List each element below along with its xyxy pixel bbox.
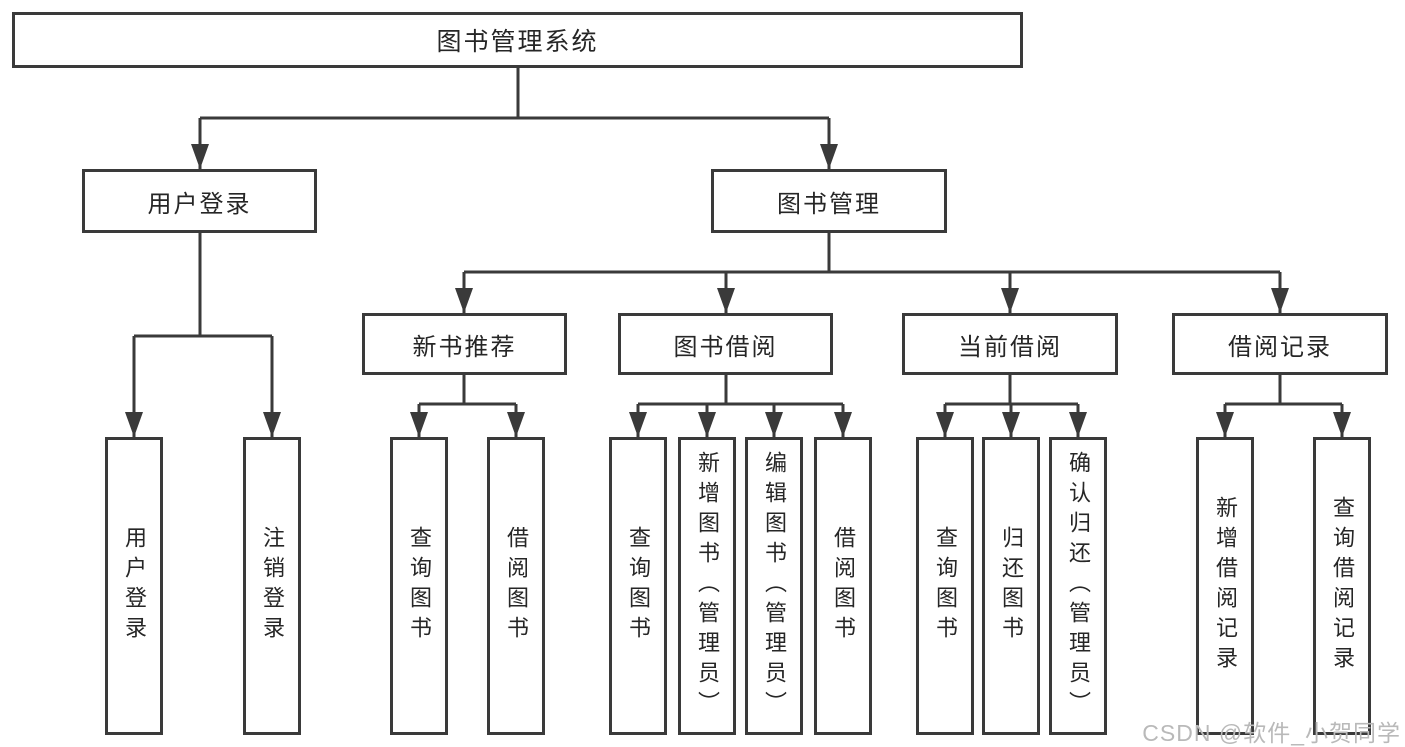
leaf-query-books-recommend-label: 查询图书 xyxy=(407,526,432,646)
node-root: 图书管理系统 xyxy=(12,12,1023,68)
leaf-confirm-return-admin: 确认归还（管理员） xyxy=(1049,437,1107,735)
leaf-query-books-recommend: 查询图书 xyxy=(390,437,448,735)
node-new-book-recommend-label: 新书推荐 xyxy=(412,333,517,361)
leaf-add-book-admin: 新增图书（管理员） xyxy=(678,437,736,735)
csdn-watermark: CSDN @软件_小贺同学 xyxy=(1142,720,1401,746)
leaf-query-books-current-label: 查询图书 xyxy=(933,526,958,646)
leaf-edit-book-admin: 编辑图书（管理员） xyxy=(745,437,803,735)
node-user-login-label: 用户登录 xyxy=(147,190,252,218)
leaf-user-login-label: 用户登录 xyxy=(122,526,147,646)
leaf-query-books-borrow-label: 查询图书 xyxy=(626,526,651,646)
leaf-logout-label: 注销登录 xyxy=(260,526,285,646)
leaf-return-book-label: 归还图书 xyxy=(999,526,1024,646)
node-current-borrow: 当前借阅 xyxy=(902,313,1118,375)
leaf-borrow-books-recommend-label: 借阅图书 xyxy=(504,526,529,646)
leaf-edit-book-admin-label: 编辑图书（管理员） xyxy=(762,451,787,721)
leaf-logout: 注销登录 xyxy=(243,437,301,735)
node-root-label: 图书管理系统 xyxy=(436,28,599,56)
leaf-add-borrow-record: 新增借阅记录 xyxy=(1196,437,1254,735)
leaf-borrow-books-label: 借阅图书 xyxy=(831,526,856,646)
leaf-add-borrow-record-label: 新增借阅记录 xyxy=(1213,496,1238,676)
node-borrow-records-label: 借阅记录 xyxy=(1228,333,1332,361)
leaf-add-book-admin-label: 新增图书（管理员） xyxy=(695,451,720,721)
node-book-management-label: 图书管理 xyxy=(777,190,881,218)
leaf-confirm-return-admin-label: 确认归还（管理员） xyxy=(1066,451,1091,721)
leaf-user-login: 用户登录 xyxy=(105,437,163,735)
leaf-query-books-borrow: 查询图书 xyxy=(609,437,667,735)
node-borrow-records: 借阅记录 xyxy=(1172,313,1388,375)
leaf-borrow-books: 借阅图书 xyxy=(814,437,872,735)
node-book-borrow: 图书借阅 xyxy=(618,313,833,375)
node-book-management: 图书管理 xyxy=(711,169,947,233)
node-new-book-recommend: 新书推荐 xyxy=(362,313,567,375)
leaf-query-borrow-record-label: 查询借阅记录 xyxy=(1330,496,1355,676)
node-current-borrow-label: 当前借阅 xyxy=(958,333,1062,361)
node-user-login: 用户登录 xyxy=(82,169,317,233)
node-book-borrow-label: 图书借阅 xyxy=(673,333,778,361)
leaf-return-book: 归还图书 xyxy=(982,437,1040,735)
leaf-query-borrow-record: 查询借阅记录 xyxy=(1313,437,1371,735)
leaf-query-books-current: 查询图书 xyxy=(916,437,974,735)
leaf-borrow-books-recommend: 借阅图书 xyxy=(487,437,545,735)
